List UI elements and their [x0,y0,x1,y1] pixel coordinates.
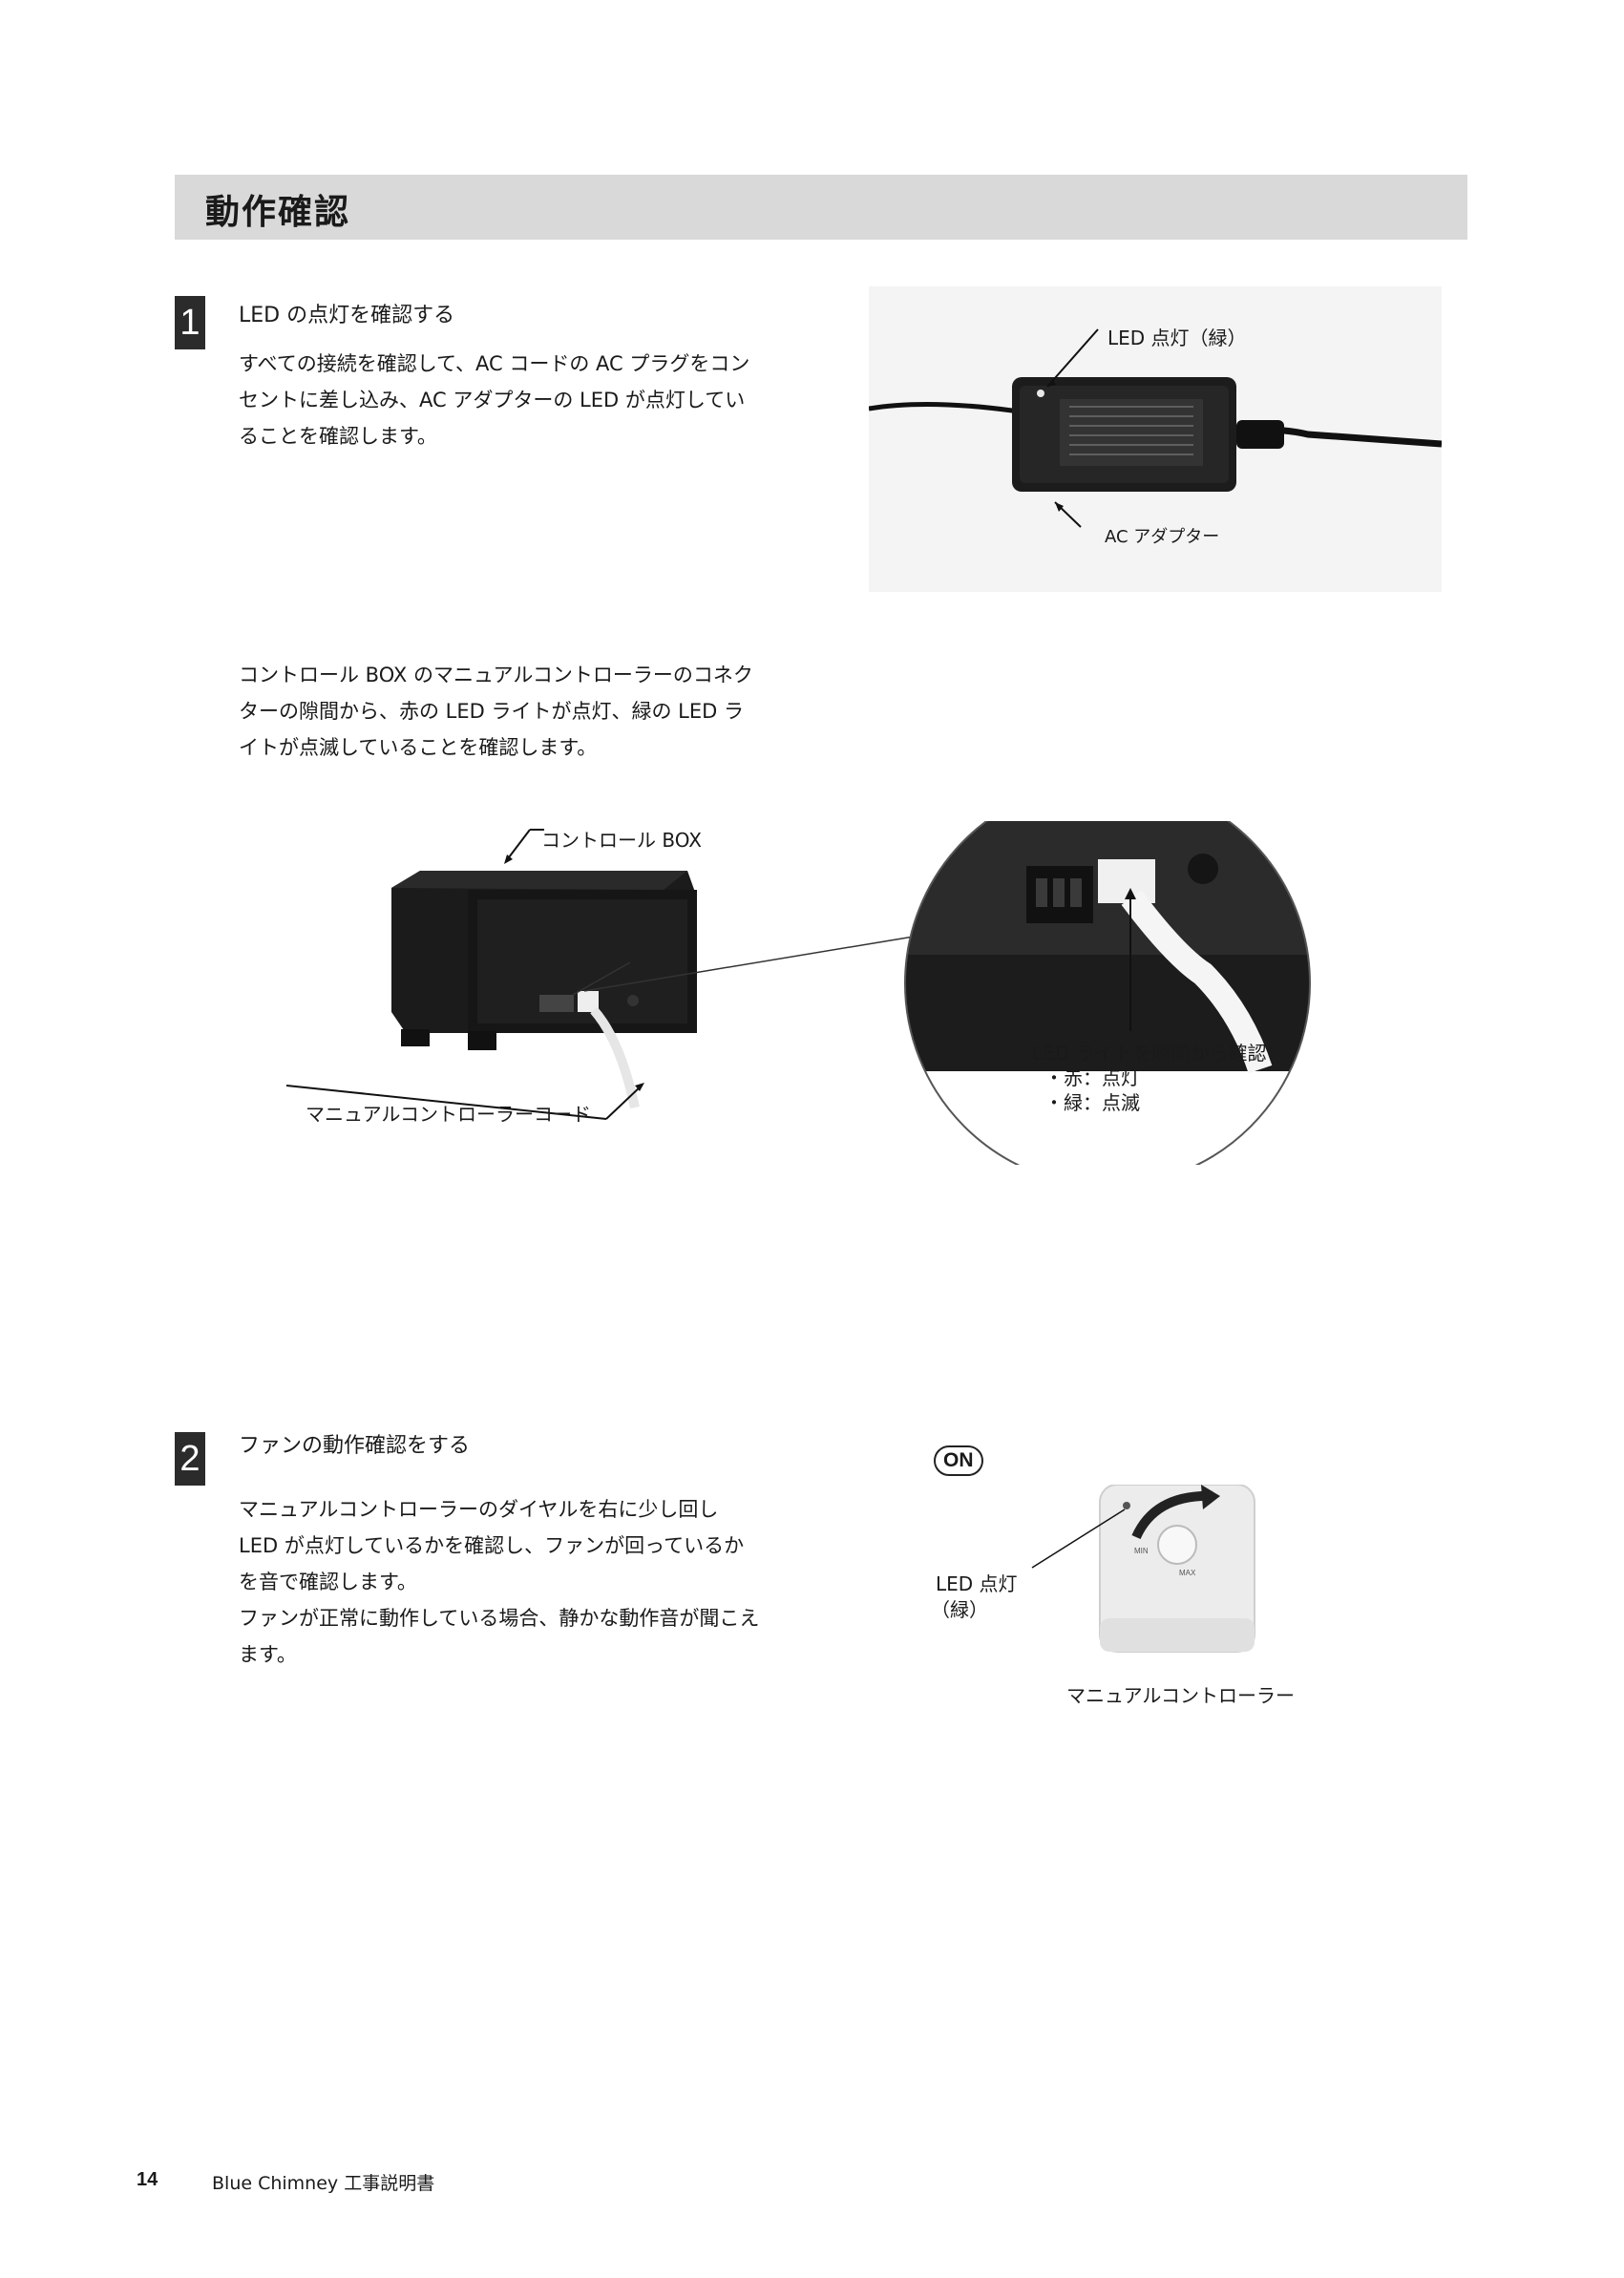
text-line: ファンが正常に動作している場合、静かな動作音が聞こえ [239,1607,760,1630]
ac-adapter-label: AC アダプター [1105,527,1220,547]
detail-heading-label: LED ライトを隙間から確認 [1032,1042,1267,1065]
dial-knob-icon [1157,1525,1197,1565]
text-line: マニュアルコントローラーのダイヤルを右に少し回し [239,1498,719,1521]
text-line: イトが点滅していることを確認します。 [239,736,598,759]
text-line: セントに差し込み、AC アダプターの LED が点灯してい [239,389,746,411]
cord-label: マニュアルコントローラーコード [306,1103,591,1126]
dial-min-label: MIN [1134,1547,1149,1555]
step-2-title: ファンの動作確認をする [239,1434,471,1458]
text-line: ターの隙間から、赤の LED ライトが点灯、緑の LED ラ [239,700,744,723]
control-box-illustration [286,821,1311,1165]
text-line: ます。 [239,1643,297,1666]
step-1-number: 1 [175,296,205,349]
section-header-bar [175,175,1467,240]
controller-label: マニュアルコントローラー [1066,1684,1295,1707]
connector-icon [539,995,574,1012]
step-2-number: 2 [175,1432,205,1486]
controller-led-label-1: LED 点灯 [936,1572,1018,1595]
step-1-paragraph-b: コントロール BOX のマニュアルコントローラーのコネク ターの隙間から、赤の … [239,657,753,766]
detail-green-label: ・緑：点滅 [1044,1091,1140,1114]
step-2-paragraph: マニュアルコントローラーのダイヤルを右に少し回し LED が点灯しているかを確認… [239,1491,759,1673]
led-indicator-icon [1037,390,1044,397]
controller-led-label-2: （緑） [931,1598,988,1621]
section-title: 動作確認 [205,193,351,232]
dial-max-label: MAX [1179,1569,1196,1577]
text-line: すべての接続を確認して、AC コードの AC プラグをコン [239,352,750,375]
controller-led-icon [1123,1502,1130,1509]
text-line: コントロール BOX のマニュアルコントローラーのコネク [239,664,753,686]
ac-adapter-illustration [869,286,1442,592]
manual-controller-illustration: MIN MAX [1031,1485,1255,1653]
step-1-paragraph-a: すべての接続を確認して、AC コードの AC プラグをコン セントに差し込み、A… [239,346,749,454]
document-title: Blue Chimney 工事説明書 [212,2173,435,2194]
text-line: LED が点灯しているかを確認し、ファンが回っているか [239,1534,745,1557]
text-line: ることを確認します。 [239,425,437,448]
page-number: 14 [137,2169,158,2190]
led-lit-label: LED 点灯（緑） [1107,327,1247,349]
detail-red-label: ・赤：点灯 [1044,1066,1140,1089]
on-badge: ON [934,1445,983,1476]
rotate-arrow-icon [1131,1490,1213,1540]
step-1-title: LED の点灯を確認する [239,304,455,327]
control-box-label: コントロール BOX [541,829,702,852]
text-line: を音で確認します。 [239,1571,417,1593]
